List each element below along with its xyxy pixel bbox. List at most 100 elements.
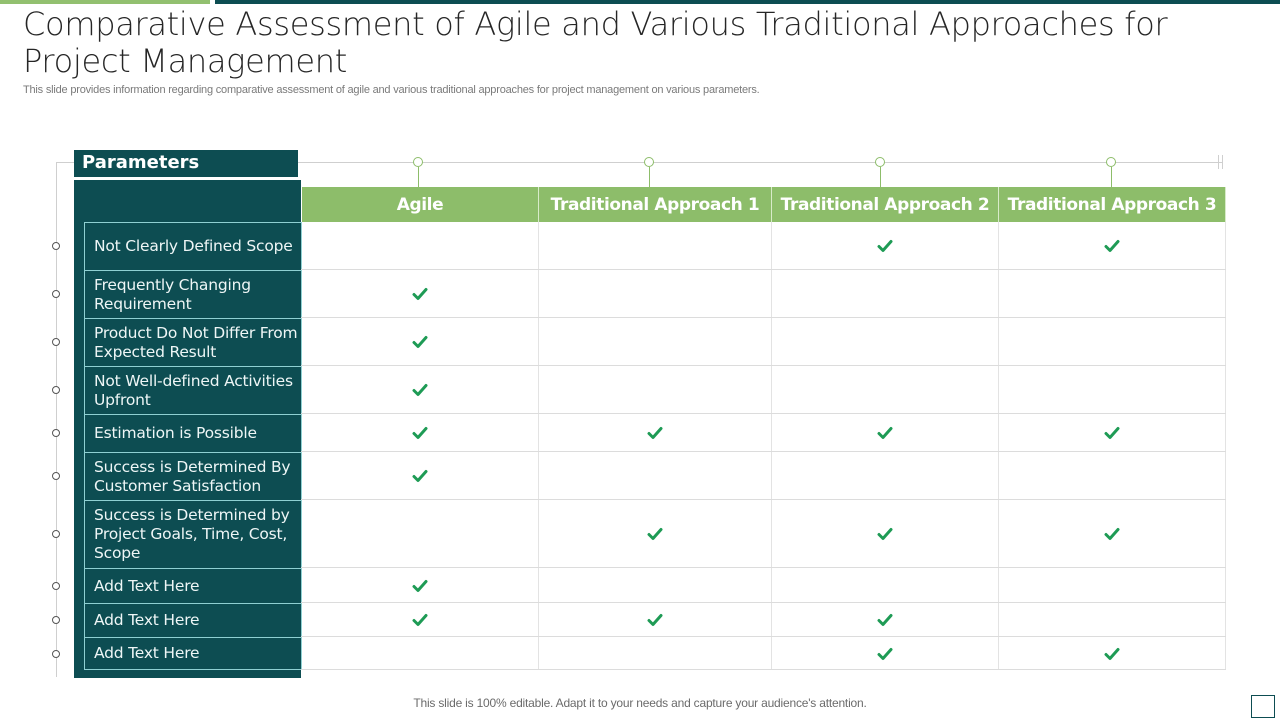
table-cell (772, 603, 999, 637)
parameter-label: Product Do Not Differ From Expected Resu… (84, 318, 302, 366)
row-divider (301, 602, 1226, 603)
row-bullet-icon (52, 581, 60, 590)
slide-number-box (1251, 695, 1275, 718)
parameter-label: Add Text Here (84, 568, 302, 603)
row-bullet-icon (52, 290, 60, 298)
row-divider (301, 636, 1226, 637)
parameter-label: Not Clearly Defined Scope (84, 222, 302, 270)
table-cell (302, 500, 539, 568)
table-cell (302, 318, 539, 366)
slide-subtitle: This slide provides information regardin… (23, 84, 760, 96)
footer-note: This slide is 100% editable. Adapt it to… (413, 696, 867, 710)
checkmark-icon (412, 427, 428, 439)
column-header: Agile (302, 187, 539, 222)
checkmark-icon (412, 470, 428, 482)
checkmark-icon (412, 384, 428, 396)
table-cell (999, 568, 1226, 603)
table-cell (302, 366, 539, 414)
table-row: Success is Determined by Project Goals, … (84, 500, 1226, 568)
table-cell (999, 318, 1226, 366)
checkmark-icon (412, 579, 428, 592)
checkmark-icon (1104, 528, 1120, 540)
table-cell (539, 568, 772, 603)
table-cell (999, 500, 1226, 568)
table-cell (772, 366, 999, 414)
table-cell (772, 500, 999, 568)
checkmark-icon (412, 614, 428, 626)
checkmark-icon (647, 427, 663, 439)
checkmark-icon (647, 614, 663, 626)
table-row: Add Text Here (84, 603, 1226, 637)
table-cell (772, 222, 999, 270)
checkmark-icon (412, 336, 428, 348)
table-cell (999, 414, 1226, 452)
slide-title: Comparative Assessment of Agile and Vari… (23, 5, 1168, 80)
parameter-label: Not Well-defined Activities Upfront (84, 366, 302, 414)
row-divider (301, 669, 1226, 670)
checkmark-icon (1104, 240, 1120, 252)
table-cell (772, 568, 999, 603)
row-bullet-icon (52, 242, 60, 250)
timeline-stem (649, 167, 650, 187)
table-cell (539, 500, 772, 568)
row-divider (301, 413, 1226, 414)
table-cell (772, 637, 999, 670)
row-bullet-icon (52, 472, 60, 480)
column-header: Traditional Approach 1 (539, 187, 772, 222)
checkmark-icon (877, 427, 893, 439)
parameter-label: Success is Determined By Customer Satisf… (84, 452, 302, 500)
table-cell (772, 452, 999, 500)
timeline-vertical-line (56, 162, 57, 677)
checkmark-icon (877, 647, 893, 660)
table-cell (999, 366, 1226, 414)
timeline-stem (880, 167, 881, 187)
timeline-node-icon (1106, 157, 1116, 167)
checkmark-icon (877, 614, 893, 626)
table-cell (772, 270, 999, 318)
table-row: Frequently Changing Requirement (84, 270, 1226, 318)
timeline-stem (418, 167, 419, 187)
table-cell (999, 452, 1226, 500)
timeline-end-tick (1218, 155, 1219, 169)
table-cell (999, 637, 1226, 670)
checkmark-icon (647, 528, 663, 540)
row-bullet-icon (52, 530, 60, 538)
row-divider (301, 567, 1226, 568)
timeline-horizontal-line (56, 162, 1222, 163)
checkmark-icon (877, 528, 893, 540)
parameter-label: Frequently Changing Requirement (84, 270, 302, 318)
timeline-node-icon (875, 157, 885, 167)
table-cell (302, 637, 539, 670)
table-cell (772, 414, 999, 452)
table-cell (999, 603, 1226, 637)
row-bullet-icon (52, 649, 60, 658)
row-divider (301, 365, 1226, 366)
column-header: Traditional Approach 3 (999, 187, 1226, 222)
table-cell (539, 222, 772, 270)
table-row: Estimation is Possible (84, 414, 1226, 452)
checkmark-icon (1104, 427, 1120, 439)
table-cell (539, 366, 772, 414)
table-row: Add Text Here (84, 637, 1226, 670)
table-cell (539, 270, 772, 318)
timeline-node-icon (413, 157, 423, 167)
parameters-panel (74, 180, 301, 678)
table-cell (302, 414, 539, 452)
checkmark-icon (877, 240, 893, 252)
parameter-label: Success is Determined by Project Goals, … (84, 500, 302, 568)
row-divider (301, 269, 1226, 270)
accent-bar-teal (215, 0, 1280, 4)
timeline-node-icon (644, 157, 654, 167)
table-cell (999, 222, 1226, 270)
table-cell (539, 603, 772, 637)
table-row: Product Do Not Differ From Expected Resu… (84, 318, 1226, 366)
table-cell (539, 452, 772, 500)
table-cell (302, 270, 539, 318)
parameter-label: Add Text Here (84, 637, 302, 670)
timeline-end-tick (1222, 155, 1223, 169)
checkmark-icon (412, 288, 428, 300)
table-cell (539, 414, 772, 452)
table-cell (772, 318, 999, 366)
table-cell (302, 452, 539, 500)
row-bullet-icon (52, 616, 60, 624)
